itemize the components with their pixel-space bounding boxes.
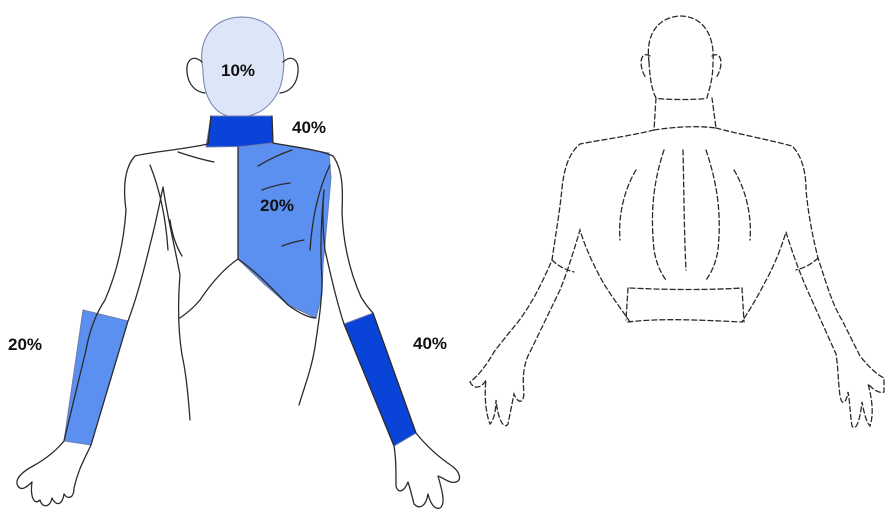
back-blade-right [652,150,666,280]
label-head-percent: 10% [221,61,255,80]
label-left-forearm-percent: 40% [413,334,447,353]
region-left-chest [238,143,331,318]
back-neck [654,98,716,130]
back-blade-left [706,150,719,280]
back-spine [683,150,686,270]
back-body-outline-left [716,128,884,428]
back-view [470,16,884,428]
back-hip-right [626,288,628,320]
back-muscle-right [620,170,636,240]
front-view: 10% 40% 20% 20% 40% [8,17,459,508]
back-waist-top [630,288,742,290]
back-arm-band-left [796,258,818,270]
label-chest-percent: 20% [260,196,294,215]
back-waist-bottom [628,320,742,322]
label-neck-percent: 40% [292,118,326,137]
back-body-outline-right [470,130,654,426]
region-neck [206,116,273,147]
back-muscle-left [734,170,750,240]
back-hip-left [742,288,744,322]
lower-rib-line [180,259,238,318]
region-right-forearm [64,310,128,445]
front-body-outline [17,116,211,506]
collar-right [178,152,214,162]
back-head [648,16,713,100]
abdomen-line [170,220,182,256]
label-right-forearm-percent: 20% [8,335,42,354]
